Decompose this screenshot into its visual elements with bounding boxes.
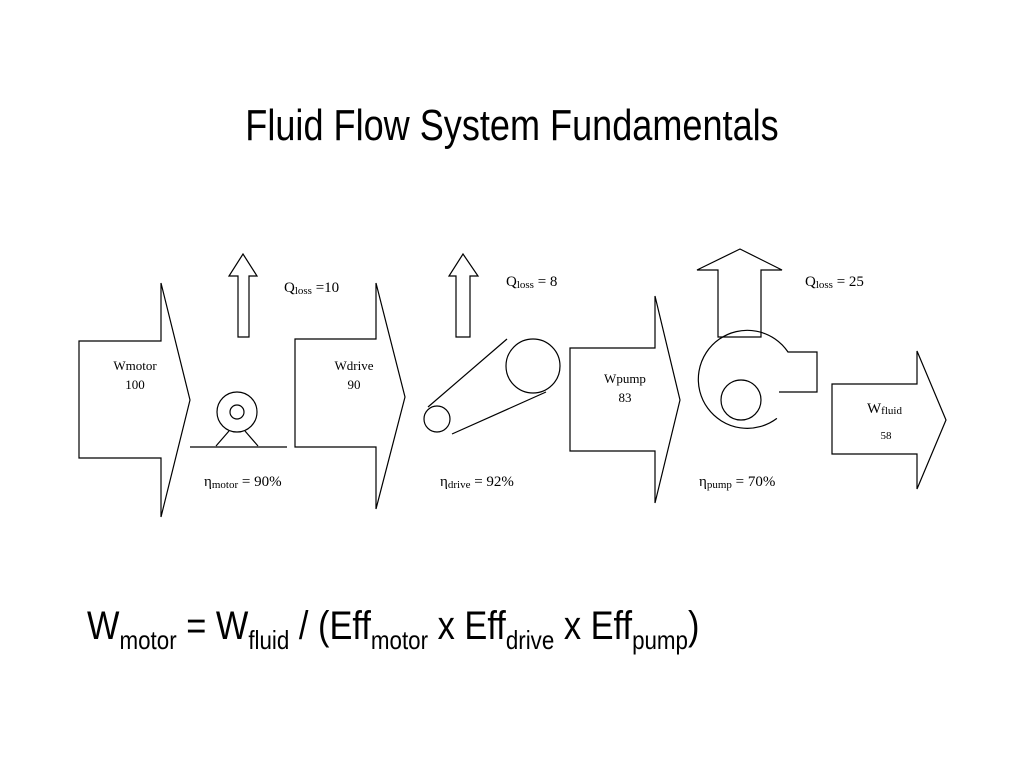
pump-loss-arrow bbox=[696, 248, 783, 338]
pump-power-value: 83 bbox=[619, 390, 632, 405]
motor-loss-label: Qloss =10 bbox=[284, 280, 339, 297]
motor-power-value: 100 bbox=[125, 377, 145, 392]
motor-efficiency-label: ηmotor = 90% bbox=[204, 474, 282, 491]
drive-efficiency-label: ηdrive = 92% bbox=[440, 474, 514, 491]
belt-drive-icon bbox=[423, 338, 561, 435]
motor-loss-arrow bbox=[227, 252, 259, 338]
drive-power-value: 90 bbox=[348, 377, 361, 392]
page-title: Fluid Flow System Fundamentals bbox=[245, 101, 779, 150]
pump-efficiency-label: ηpump = 70% bbox=[699, 474, 775, 491]
drive-input-arrow bbox=[294, 282, 406, 510]
drive-loss-arrow bbox=[447, 252, 480, 338]
fluid-output-arrow bbox=[831, 350, 947, 490]
pump-icon bbox=[697, 329, 818, 429]
pump-loss-label: Qloss = 25 bbox=[805, 274, 864, 291]
drive-loss-label: Qloss = 8 bbox=[506, 274, 557, 291]
fluid-power-label: Wfluid bbox=[867, 401, 902, 417]
drive-power-label: Wdrive bbox=[335, 358, 374, 373]
motor-icon bbox=[190, 391, 287, 448]
efficiency-formula: Wmotor = Wfluid / (Effmotor x Effdrive x… bbox=[87, 604, 700, 655]
motor-power-label: Wmotor bbox=[113, 358, 157, 373]
motor-input-arrow bbox=[78, 282, 191, 518]
pump-input-arrow bbox=[569, 295, 681, 504]
pump-power-label: Wpump bbox=[604, 371, 646, 386]
fluid-power-value: 58 bbox=[881, 430, 893, 442]
